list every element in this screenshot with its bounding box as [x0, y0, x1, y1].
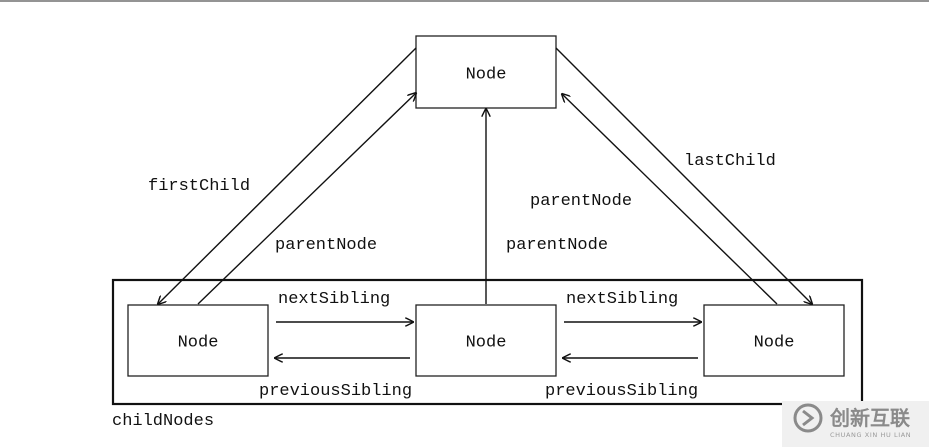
child-node-middle-box: Node	[415, 304, 557, 377]
child-node-right-box: Node	[703, 304, 845, 377]
child-nodes-frame	[111, 278, 864, 406]
watermark-subtext: CHUANG XIN HU LIAN	[830, 431, 911, 439]
child-node-left-label: Node	[178, 333, 219, 352]
child-node-middle-label: Node	[466, 333, 507, 352]
parent-node-right-arrow	[562, 94, 778, 305]
last-child-label: lastChild	[684, 152, 776, 171]
parent-node-left-label: parentNode	[275, 236, 377, 255]
parent-node-box: Node	[415, 35, 557, 109]
next-sibling-right-label: nextSibling	[566, 290, 678, 309]
watermark-text: 创新互联	[829, 406, 910, 430]
child-nodes-label: childNodes	[112, 412, 214, 431]
first-child-arrow	[158, 47, 417, 304]
parent-node-label: Node	[466, 65, 507, 84]
previous-sibling-left-label: previousSibling	[259, 382, 412, 401]
child-node-right-label: Node	[754, 333, 795, 352]
child-node-left-box: Node	[127, 304, 269, 377]
parent-node-middle-label: parentNode	[506, 236, 608, 255]
watermark-logo-icon	[793, 403, 823, 433]
previous-sibling-right-label: previousSibling	[545, 382, 698, 401]
watermark: 创新互联 CHUANG XIN HU LIAN	[782, 401, 929, 447]
parent-node-right-label: parentNode	[530, 192, 632, 211]
first-child-label: firstChild	[148, 177, 250, 196]
next-sibling-left-label: nextSibling	[278, 290, 390, 309]
parent-node-left-arrow	[197, 93, 416, 305]
last-child-arrow	[555, 47, 812, 304]
